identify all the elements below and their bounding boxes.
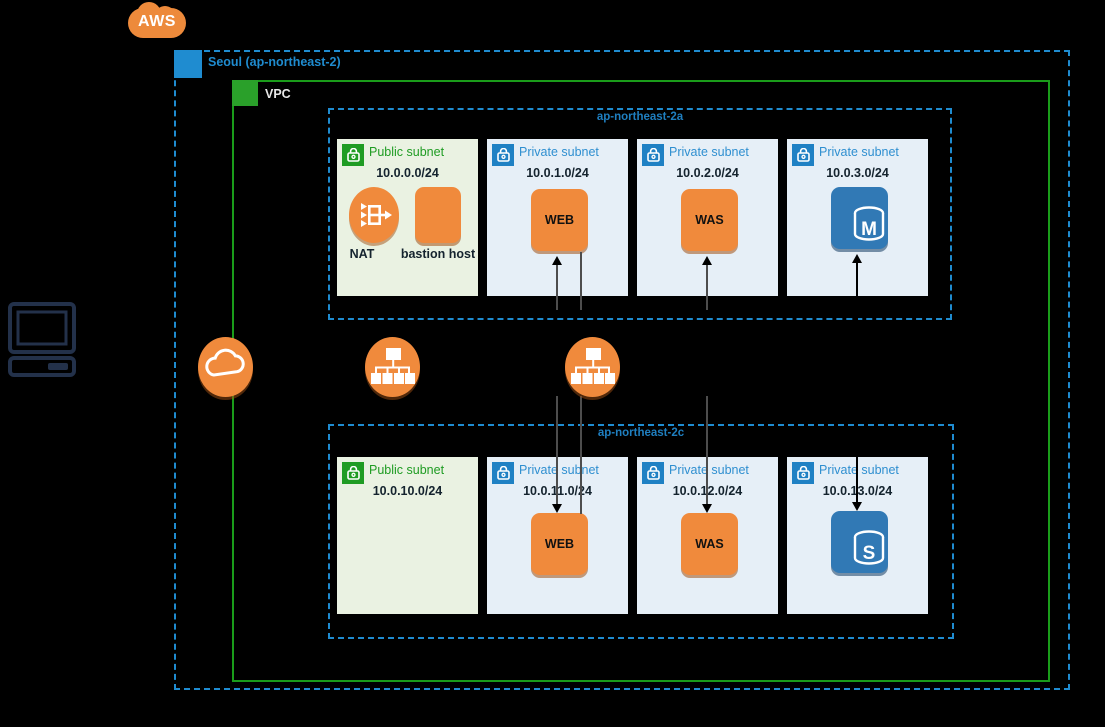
subnet-public-10-0-0-0: Public subnet 10.0.0.0/24 NAT bastion ho… <box>337 139 478 296</box>
subnet-private-10-0-2-0: Private subnet 10.0.2.0/24 WAS <box>637 139 778 296</box>
availability-zone-2a <box>328 108 952 320</box>
availability-zone-2c-label: ap-northeast-2c <box>597 427 685 439</box>
was-instance-label: WAS <box>695 537 724 551</box>
subnet-type-label: Private subnet <box>669 463 749 477</box>
region-icon <box>174 50 202 78</box>
lock-icon <box>342 462 364 484</box>
connector-web-a <box>556 265 558 310</box>
web-instance-icon[interactable]: WEB <box>531 513 588 575</box>
database-master-label: M <box>861 219 877 240</box>
vpc-icon <box>232 80 258 106</box>
was-instance-icon[interactable]: WAS <box>681 189 738 251</box>
subnet-cidr-label: 10.0.3.0/24 <box>826 166 889 180</box>
lock-icon <box>642 462 664 484</box>
subnet-type-label: Private subnet <box>519 145 599 159</box>
aws-logo-text: AWS <box>138 13 176 30</box>
subnet-type-label: Private subnet <box>669 145 749 159</box>
arrowhead-was-a <box>702 256 712 265</box>
arrowhead-web-c <box>552 504 562 513</box>
lock-icon <box>342 144 364 166</box>
arrowhead-was-c <box>702 504 712 513</box>
was-instance-label: WAS <box>695 213 724 227</box>
subnet-type-label: Private subnet <box>519 463 599 477</box>
database-slave-label: S <box>863 543 876 564</box>
web-instance-label: WEB <box>544 213 575 227</box>
aws-cloud-logo: AWS <box>128 2 188 42</box>
subnet-cidr-label: 10.0.10.0/24 <box>372 484 443 498</box>
nat-gateway-label: NAT <box>349 247 375 261</box>
availability-zone-2a-label: ap-northeast-2a <box>596 111 684 123</box>
arrowhead-web-a <box>552 256 562 265</box>
database-slave-icon[interactable]: S <box>831 511 888 573</box>
region-boundary <box>174 50 1070 690</box>
subnet-type-label: Private subnet <box>819 463 899 477</box>
subnet-cidr-label: 10.0.2.0/24 <box>676 166 739 180</box>
was-load-balancer-icon[interactable] <box>565 337 620 397</box>
subnet-private-10-0-13-0: Private subnet 10.0.13.0/24 S <box>787 457 928 614</box>
web-instance-label: WEB <box>544 537 575 551</box>
nat-gateway-icon[interactable] <box>349 187 399 243</box>
connector-was-c <box>706 396 708 510</box>
computer-icon <box>8 300 76 378</box>
connector-web-a-return <box>580 252 582 310</box>
connector-web-c <box>556 396 558 510</box>
subnet-type-label: Private subnet <box>819 145 899 159</box>
availability-zone-2c <box>328 424 954 639</box>
web-load-balancer-icon[interactable] <box>365 337 420 397</box>
subnet-cidr-label: 10.0.0.0/24 <box>376 166 439 180</box>
database-master-icon[interactable]: M <box>831 187 888 249</box>
arrowhead-db-a <box>852 254 862 263</box>
subnet-cidr-label: 10.0.1.0/24 <box>526 166 589 180</box>
bastion-host-label: bastion host <box>400 247 476 261</box>
lock-icon <box>642 144 664 166</box>
connector-db-a <box>856 263 858 310</box>
arrowhead-db-c <box>852 502 862 511</box>
was-instance-icon[interactable]: WAS <box>681 513 738 575</box>
region-label: Seoul (ap-northeast-2) <box>208 55 341 69</box>
subnet-type-label: Public subnet <box>369 145 445 159</box>
vpc-label: VPC <box>265 87 291 101</box>
connector-was-a <box>706 265 708 310</box>
connector-db-c <box>856 300 858 508</box>
lock-icon <box>792 144 814 166</box>
cloud-bump <box>155 6 175 26</box>
bastion-host-icon[interactable] <box>415 187 461 243</box>
lock-icon <box>492 462 514 484</box>
subnet-private-10-0-11-0: Private subnet 10.0.11.0/24 WEB <box>487 457 628 614</box>
internet-gateway-icon[interactable] <box>198 337 253 397</box>
lock-icon <box>492 144 514 166</box>
connector-web-c-return <box>580 396 582 514</box>
lock-icon <box>792 462 814 484</box>
web-instance-icon[interactable]: WEB <box>531 189 588 251</box>
subnet-type-label: Public subnet <box>369 463 445 477</box>
subnet-public-10-0-10-0: Public subnet 10.0.10.0/24 <box>337 457 478 614</box>
